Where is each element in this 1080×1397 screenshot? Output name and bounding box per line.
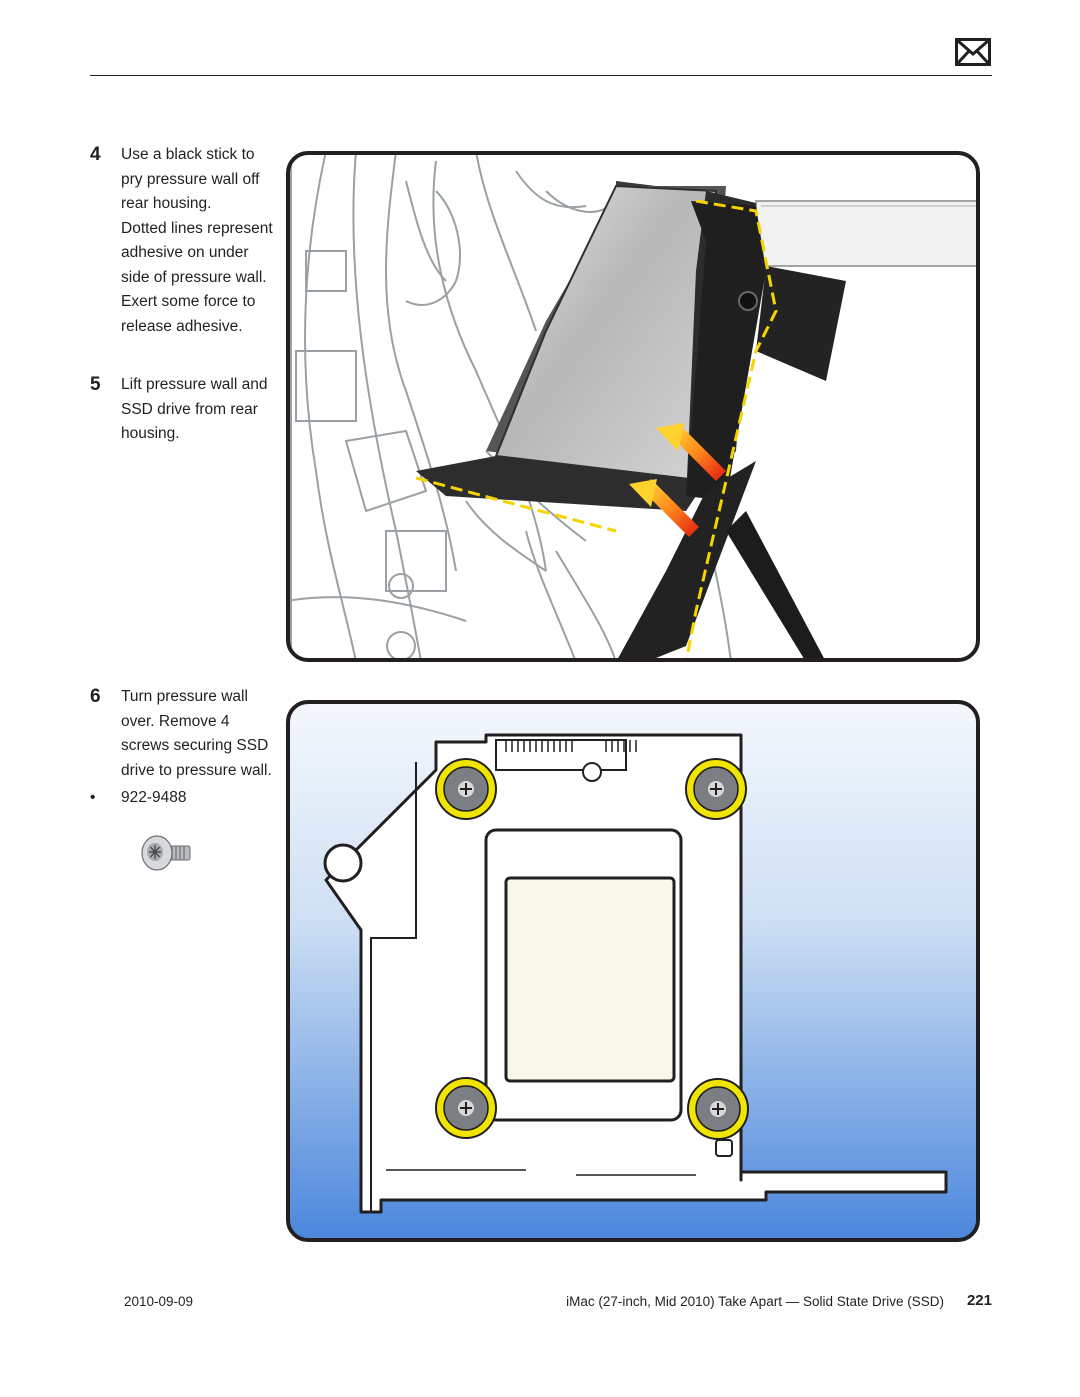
step-number: 5 <box>90 374 101 395</box>
step-number: 4 <box>90 144 101 165</box>
step-number: 6 <box>90 686 101 707</box>
mail-icon[interactable] <box>955 38 991 66</box>
footer-title: iMac (27-inch, Mid 2010) Take Apart — So… <box>566 1294 944 1309</box>
pressure-wall-removal-illustration <box>286 151 980 662</box>
ssd-on-pressure-wall-illustration <box>286 700 980 1242</box>
bullet: • <box>90 789 96 806</box>
step-text: Use a black stick to pry pressure wall o… <box>121 146 273 335</box>
step-text: Lift pressure wall and SSD drive from re… <box>121 376 268 442</box>
header-rule <box>90 75 992 76</box>
part-number: 922-9488 <box>121 789 187 806</box>
footer-date: 2010-09-09 <box>124 1294 194 1309</box>
screw-highlights <box>435 758 749 1140</box>
page-number: 221 <box>966 1292 992 1309</box>
screw-icon <box>141 835 191 871</box>
step-text: Turn pressure wall over. Remove 4 screws… <box>121 688 272 779</box>
